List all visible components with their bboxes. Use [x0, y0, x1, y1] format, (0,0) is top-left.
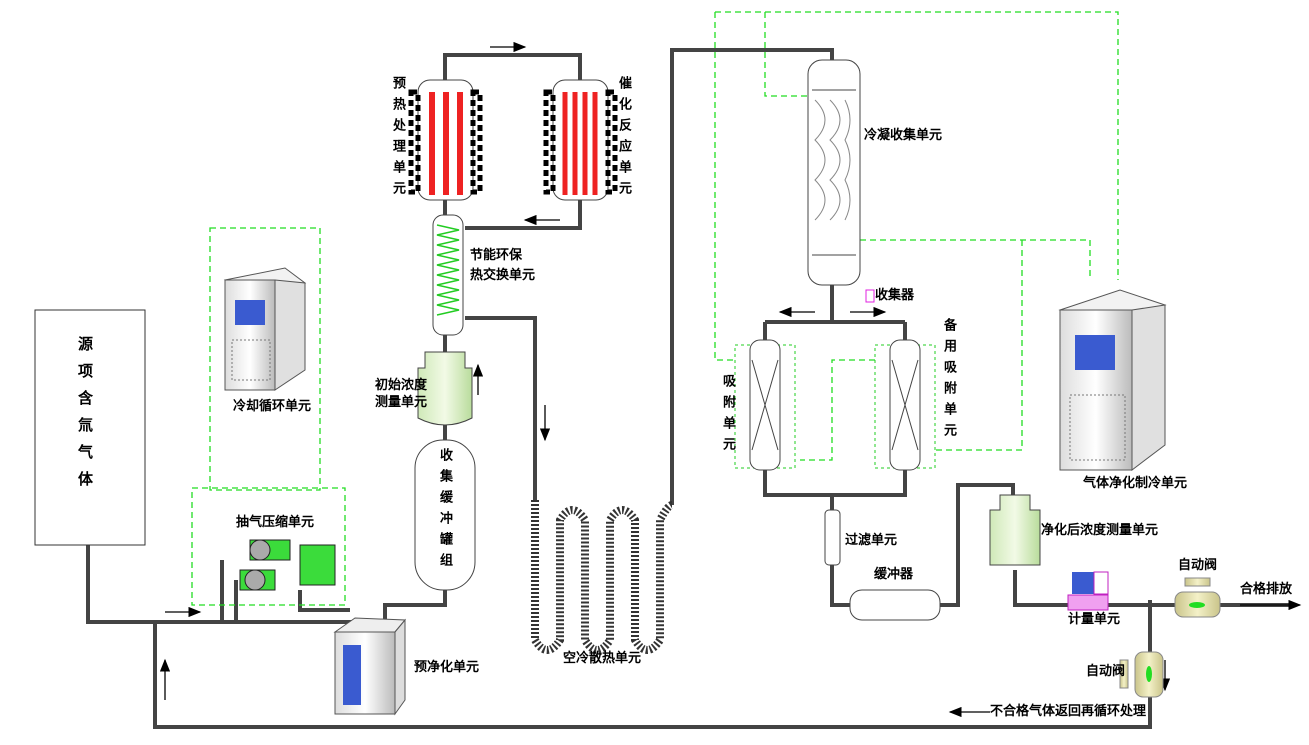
post-concentration-icon: [989, 494, 1041, 566]
cooling-unit-icon: [223, 267, 307, 391]
auto-valve-2-label: 自动阀: [1086, 664, 1126, 679]
heat-exchanger-label: 节能环保 热交换单元: [470, 248, 536, 283]
buffer-icon: [849, 589, 941, 621]
preheat-reactor-icon: [408, 79, 483, 201]
air-cooling-coil-icon: [531, 500, 673, 654]
recycle-label: 不合格气体返回再循环处理: [990, 704, 1147, 719]
source-box: [34, 309, 146, 546]
condensation-label: 冷凝收集单元: [864, 128, 943, 143]
catalytic-label: 催化反应单元: [616, 76, 631, 202]
buffer-tank-icon: [414, 439, 476, 591]
backup-adsorption-label: 备用吸附单元: [941, 318, 956, 444]
heat-exchanger-icon: [432, 214, 464, 336]
source-label: 源项含氚气体: [76, 336, 94, 498]
pre-purification-label: 预净化单元: [414, 660, 480, 675]
coolant-lines: [191, 11, 1119, 606]
discharge-label: 合格排放: [1240, 582, 1293, 597]
compressor-icon: [239, 539, 336, 591]
compressor-label: 抽气压缩单元: [236, 515, 315, 530]
auto-valve-1-label: 自动阀: [1178, 558, 1218, 573]
air-cooling-label: 空冷散热单元: [563, 651, 642, 666]
refrigeration-label: 气体净化制冷单元: [1083, 476, 1188, 491]
refrigeration-unit-icon: [1058, 289, 1167, 472]
meter-icon: [1067, 571, 1109, 611]
pre-purification-icon: [333, 617, 407, 716]
adsorption-unit-icon: [734, 339, 796, 471]
preheat-label: 预热处理单元: [390, 76, 405, 202]
filter-icon: [824, 509, 841, 566]
cooling-unit-label: 冷却循环单元: [233, 399, 312, 414]
adsorption-label: 吸附单元: [720, 374, 735, 458]
auto-valve-2-icon: [1119, 651, 1164, 698]
buffer-label: 缓冲器: [874, 567, 914, 582]
initial-concentration-icon: [417, 351, 473, 426]
condensation-collector-icon: [807, 59, 875, 303]
meter-label: 计量单元: [1068, 612, 1121, 627]
buffer-tanks-label: 收集缓冲罐组: [437, 448, 452, 574]
backup-adsorption-unit-icon: [874, 339, 936, 471]
catalytic-reactor-icon: [543, 79, 618, 201]
auto-valve-1-icon: [1174, 577, 1221, 618]
initial-concentration-label: 初始浓度 测量单元: [375, 378, 428, 410]
pipelines: [86, 48, 1290, 729]
post-concentration-label: 净化后浓度测量单元: [1041, 523, 1159, 538]
collector-label: 收集器: [875, 288, 915, 303]
filter-label: 过滤单元: [845, 533, 898, 548]
